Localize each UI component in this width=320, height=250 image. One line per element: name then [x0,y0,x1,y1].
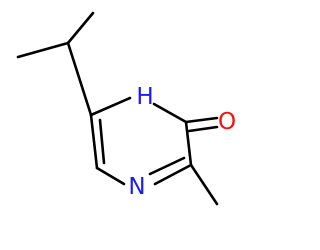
bond-c3-n4-inner [148,156,186,176]
bond-n4-c5 [95,166,126,186]
molecule-diagram: H N O [16,11,237,206]
bond-c2-o-a [184,116,219,124]
bond-c5-c6-outer [89,113,99,170]
bond-c2-c3 [184,120,193,167]
bond-c6-nh [89,96,132,117]
bond-c2-o-b [187,125,219,133]
atom-label-nh: H [136,84,153,110]
bond-nh-c2 [152,102,188,124]
atom-label-o: O [218,109,236,135]
atom-label-n: N [128,174,145,200]
bond-isopropyl-left [16,41,70,59]
bond-c3-methyl [189,163,219,206]
structure-svg: H N O [16,11,236,206]
bond-c3-n4-outer [153,163,193,186]
bond-c5-c6-inner [98,118,106,165]
bond-isopropyl-right [66,11,95,45]
bond-isopropyl-ring [66,41,93,117]
